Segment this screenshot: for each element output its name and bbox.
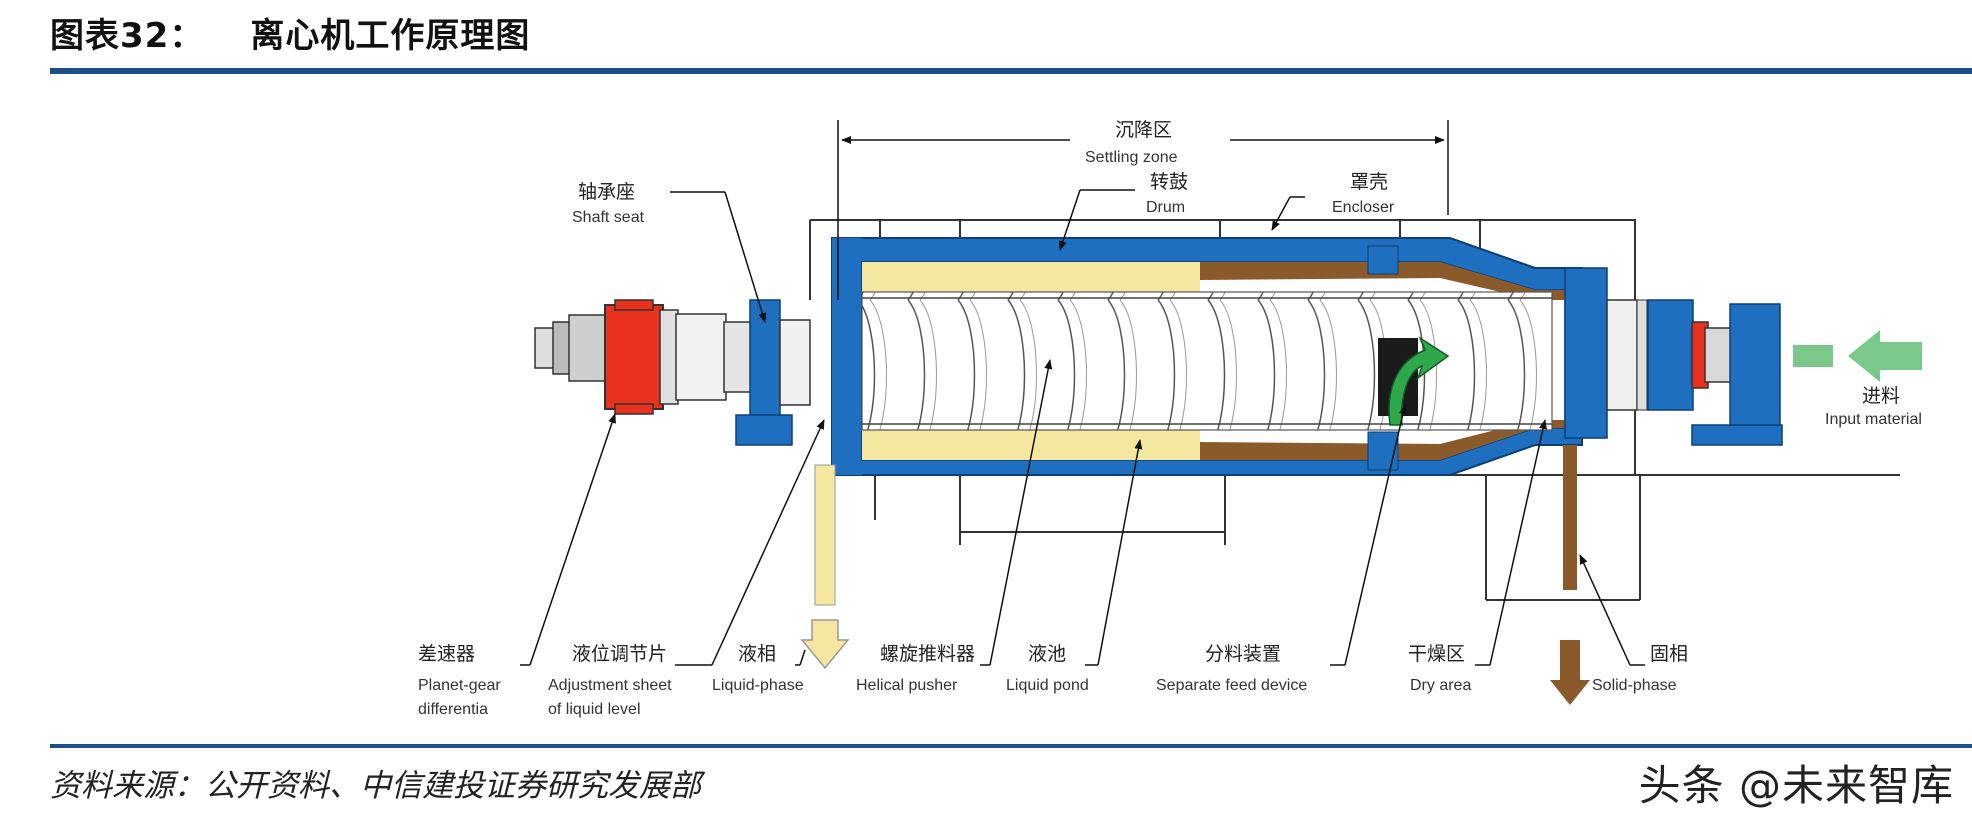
separate-feed-label-en: Separate feed device <box>1156 677 1307 694</box>
adjustment-sheet-label-en1: Adjustment sheet <box>548 677 672 694</box>
adjustment-sheet-label-en2: of liquid level <box>548 701 641 718</box>
figure-caption: 离心机工作原理图 <box>250 16 531 56</box>
centrifuge-diagram: 沉降区 Settling zone 转鼓 Drum 罩壳 Encloser 轴承… <box>418 119 1922 718</box>
bottom-leaders <box>520 359 1645 666</box>
encloser-label-en: Encloser <box>1332 199 1395 216</box>
support-frame <box>819 460 1900 601</box>
left-shaft-seat <box>735 299 811 446</box>
source-note: 资料来源：公开资料、中信建投证券研究发展部 <box>50 768 701 804</box>
figure-number: 图表32： <box>50 16 205 56</box>
adjustment-sheet-label-cn: 液位调节片 <box>572 643 667 665</box>
helical-pusher-label-en: Helical pusher <box>856 677 958 694</box>
liquid-phase-label-cn: 液相 <box>738 643 776 665</box>
drum-body <box>831 237 1583 476</box>
encloser-label-cn: 罩壳 <box>1350 171 1388 193</box>
top-rule <box>50 68 1972 74</box>
drum-label-cn: 转鼓 <box>1150 171 1188 193</box>
settling-zone-label-en: Settling zone <box>1085 149 1178 166</box>
helical-pusher-label-cn: 螺旋推料器 <box>880 643 975 665</box>
figure-title: 图表32： 离心机工作原理图 <box>50 8 530 57</box>
dry-area-label-cn: 干燥区 <box>1408 643 1465 665</box>
planet-gear-label-en2: differentia <box>418 701 488 718</box>
differential-unit <box>534 299 793 415</box>
solid-phase-label-en: Solid-phase <box>1592 677 1677 694</box>
right-end-frame <box>1564 267 1648 439</box>
settling-zone-dimension <box>837 120 1449 300</box>
solid-phase-outlet <box>1550 445 1590 705</box>
solid-phase-label-cn: 固相 <box>1650 643 1688 665</box>
liquid-pond-label-cn: 液池 <box>1028 643 1066 665</box>
input-material-label-en: Input material <box>1825 411 1922 428</box>
right-shaft-seat <box>1647 299 1783 446</box>
bottom-rule <box>50 744 1972 748</box>
dry-area-label-en: Dry area <box>1410 677 1471 694</box>
shaft-seat-label-en: Shaft seat <box>572 209 645 226</box>
settling-zone-label-cn: 沉降区 <box>1115 119 1172 141</box>
separate-feed-label-cn: 分料装置 <box>1205 643 1281 665</box>
liquid-phase-outlet <box>800 464 850 670</box>
drum-label-en: Drum <box>1146 199 1185 216</box>
liquid-phase-label-en: Liquid-phase <box>712 677 804 694</box>
shaft-seat-label-cn: 轴承座 <box>578 181 635 203</box>
input-material-label-cn: 进料 <box>1862 385 1900 407</box>
liquid-pond-label-en: Liquid pond <box>1006 677 1089 694</box>
planet-gear-label-en1: Planet-gear <box>418 677 501 694</box>
input-material-arrow <box>1793 330 1922 382</box>
planet-gear-label-cn: 差速器 <box>418 643 475 665</box>
watermark: 头条 @未来智库 <box>1638 761 1954 810</box>
